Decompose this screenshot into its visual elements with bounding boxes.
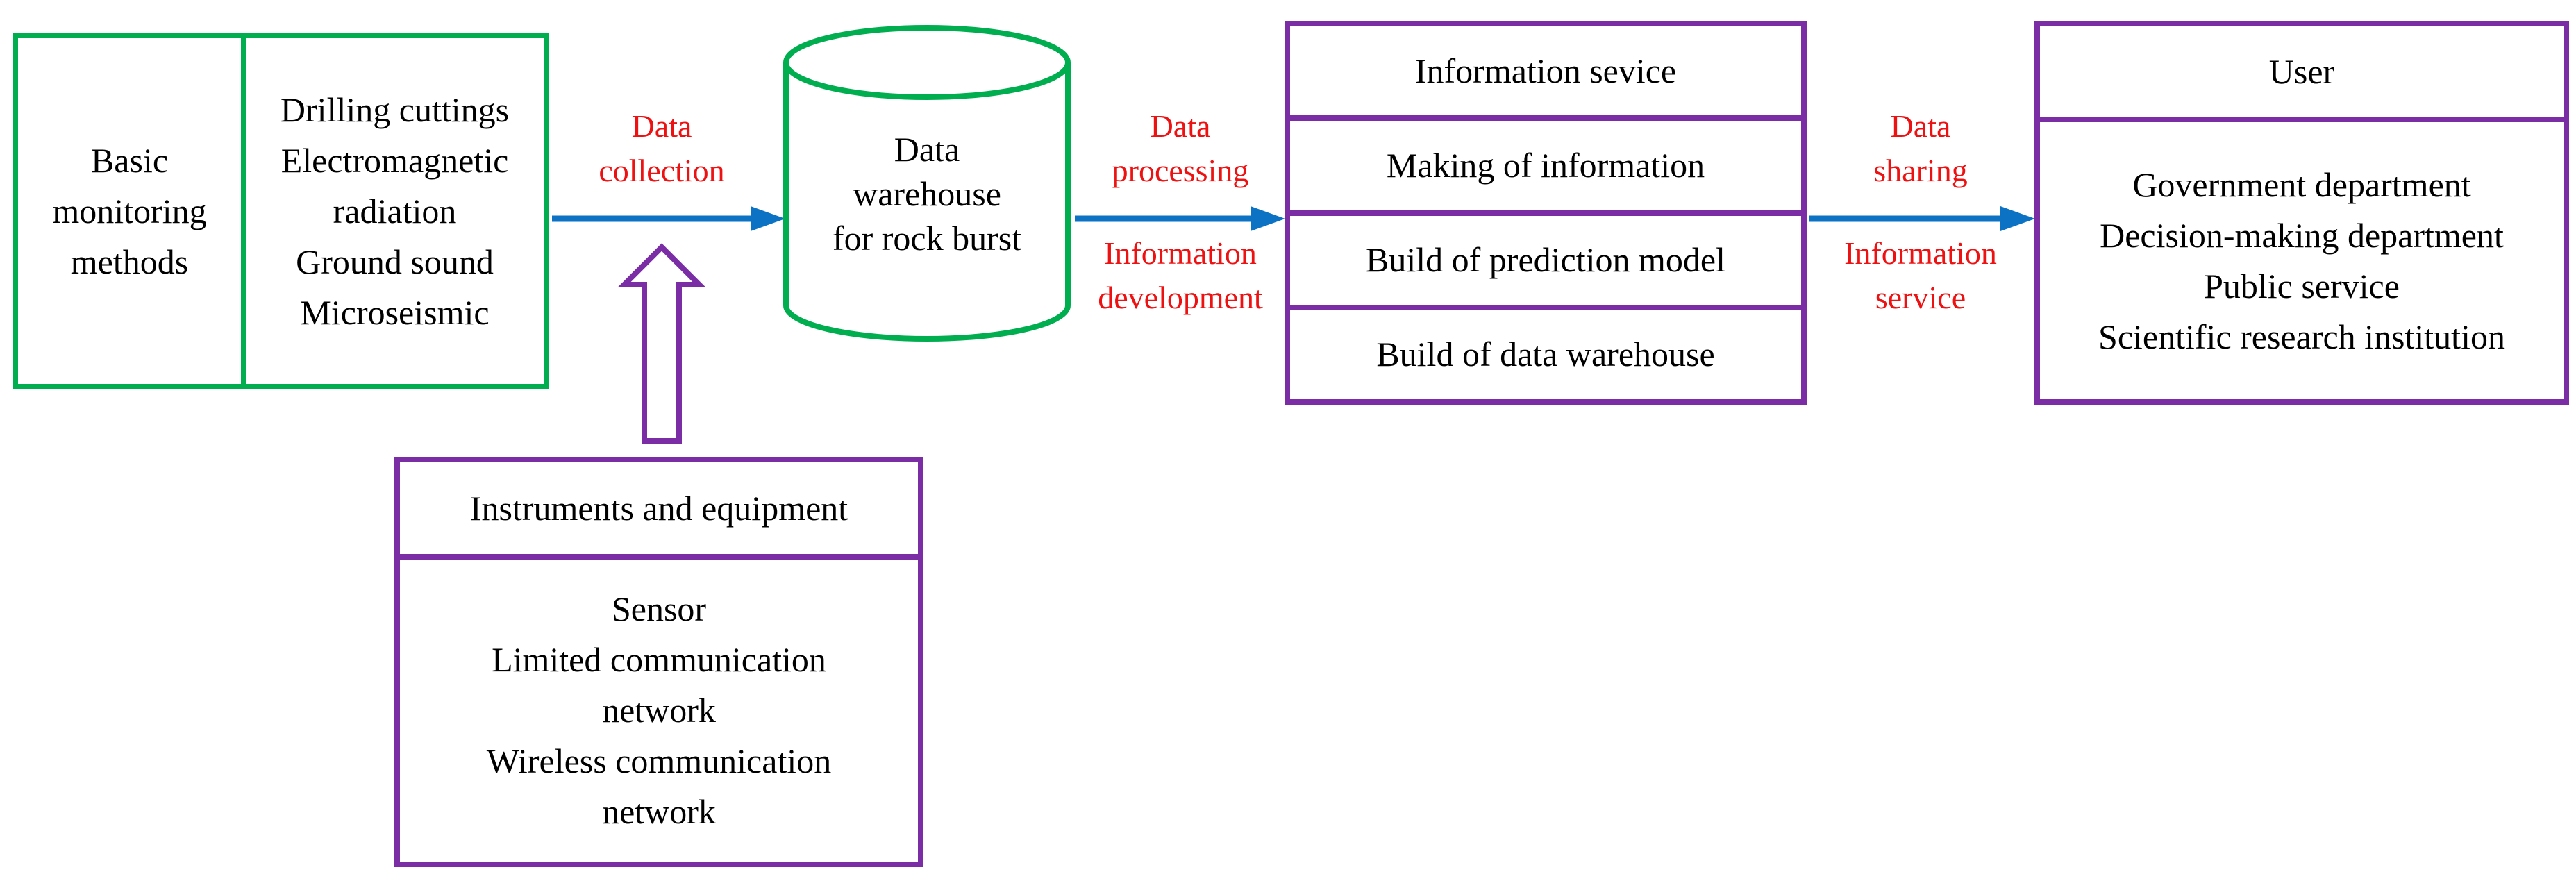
table-row-label: Information sevice [1414,51,1677,90]
up-block-arrow [618,243,706,444]
table-row-label: Build of data warehouse [1376,335,1715,374]
arrow-head [1251,206,1285,231]
data-sharing-label: Data sharing [1833,104,2008,193]
cylinder-top [783,25,1071,100]
information-development-line2: development [1098,280,1263,315]
information-service-line1: Information [1844,235,1997,271]
processing-table: Information sevice Making of information… [1285,21,1807,405]
user-item: Public service [2204,266,2400,305]
user-list: Government department Decision-making de… [2040,122,2564,399]
instruments-list: Sensor Limited communication network Wir… [400,560,918,862]
warehouse-label-line3: for rock burst [832,219,1022,258]
sharing-flow-arrow [1809,206,2035,231]
method-item: Ground sound [296,242,494,281]
method-item: Microseismic [300,292,490,332]
user-title: User [2268,51,2335,91]
basic-monitoring-box: Basic monitoring methods Drilling cuttin… [13,33,549,389]
basic-monitoring-label: Basic monitoring methods [52,140,207,281]
information-development-line1: Information [1104,235,1257,271]
user-item: Scientific research institution [2098,317,2505,356]
processing-flow-arrow [1075,206,1285,231]
warehouse-label-line1: Data [894,130,960,169]
table-row: Making of information [1290,115,1801,210]
method-item: Electromagnetic radiation [281,140,509,230]
information-service-line2: service [1875,280,1966,315]
data-processing-line1: Data [1150,108,1211,144]
instrument-item: Wireless communication network [486,741,832,831]
instruments-to-warehouse-arrow [618,243,706,444]
user-item: Government department [2132,165,2471,204]
data-collection-line1: Data [631,108,692,144]
instruments-header: Instruments and equipment [400,462,918,560]
collection-flow-arrow [552,206,785,231]
data-warehouse-cylinder [783,25,1071,342]
instruments-box: Instruments and equipment Sensor Limited… [394,457,923,867]
cylinder-body [783,62,1071,342]
arrow-head [2000,206,2035,231]
table-row-label: Build of prediction model [1366,240,1725,280]
data-processing-label: Data processing [1083,104,1278,193]
data-collection-line2: collection [599,153,725,188]
table-row: Information sevice [1290,26,1801,115]
user-box: User Government department Decision-maki… [2034,21,2569,405]
arrow-head [751,206,785,231]
information-development-label: Information development [1076,231,1285,320]
data-sharing-line1: Data [1890,108,1951,144]
table-row: Build of data warehouse [1290,304,1801,399]
data-processing-line2: processing [1112,153,1249,188]
table-row: Build of prediction model [1290,210,1801,305]
basic-monitoring-label-cell: Basic monitoring methods [18,38,246,384]
warehouse-label: Data warehouse for rock burst [778,127,1076,260]
user-item: Decision-making department [2100,215,2504,255]
instrument-item: Limited communication network [492,640,826,730]
method-item: Drilling cuttings [280,90,510,129]
information-service-label: Information service [1833,231,2008,320]
instrument-item: Sensor [611,589,707,628]
instruments-title: Instruments and equipment [469,488,848,528]
monitoring-methods-cell: Drilling cuttings Electromagnetic radiat… [246,38,544,384]
table-row-label: Making of information [1386,145,1705,185]
warehouse-label-line2: warehouse [853,174,1001,213]
user-header: User [2040,26,2564,122]
data-sharing-line2: sharing [1873,153,1968,188]
data-collection-label: Data collection [571,104,752,193]
